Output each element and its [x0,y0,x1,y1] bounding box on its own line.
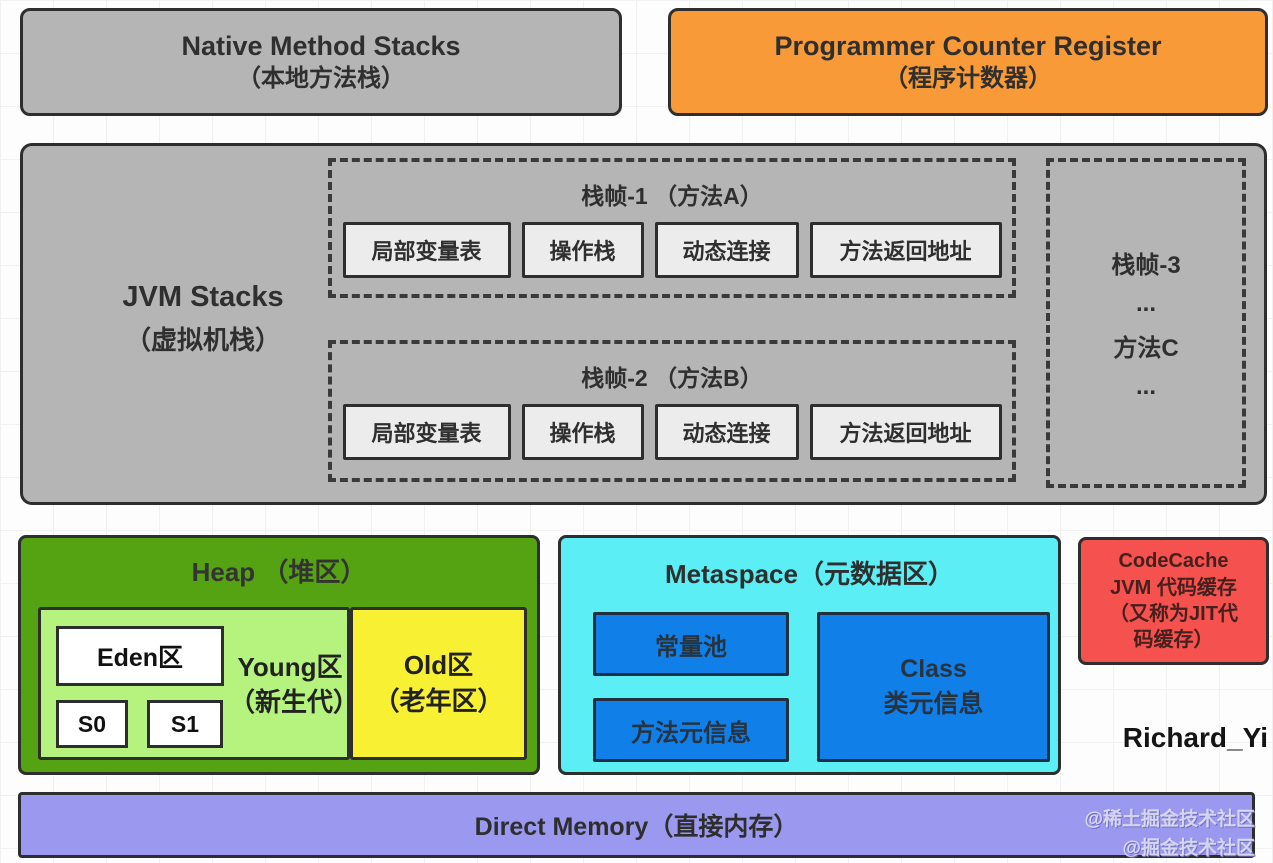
stack-frame-1: 栈帧-1 （方法A） 局部变量表 操作栈 动态连接 方法返回地址 [328,158,1016,298]
direct-memory-box: Direct Memory（直接内存） [18,792,1255,858]
stack-frame-1-title: 栈帧-1 （方法A） [332,177,1012,211]
jvm-stacks-title: JVM Stacks [63,281,343,314]
class-meta-line2: 类元信息 [883,687,983,722]
codecache-line1: CodeCache [1118,548,1228,574]
watermark-line1: @稀土掘金技术社区 [1084,806,1255,835]
frame2-dynamic-linking: 动态连接 [655,404,799,460]
program-counter-subtitle: （程序计数器） [884,64,1052,94]
watermark: @稀土掘金技术社区 @掘金技术社区 [1084,806,1255,863]
frame1-local-variable-table: 局部变量表 [343,222,511,278]
stack-frame-3-title: 栈帧-3 [1111,245,1180,280]
frame1-dynamic-linking: 动态连接 [655,222,799,278]
old-label-line1: Old区 [404,648,473,683]
young-label-line1: Young区 [229,650,351,685]
jvm-stacks-label: JVM Stacks （虚拟机栈） [63,281,343,357]
program-counter-title: Programmer Counter Register [774,30,1161,64]
native-method-stacks-title: Native Method Stacks [181,30,460,64]
program-counter-register-box: Programmer Counter Register （程序计数器） [668,8,1268,116]
stack-frame-2: 栈帧-2 （方法B） 局部变量表 操作栈 动态连接 方法返回地址 [328,340,1016,482]
stack-frame-3-ellipsis-top: ... [1136,290,1156,318]
watermark-line2: @掘金技术社区 [1084,835,1255,863]
frame2-local-variable-table: 局部变量表 [343,404,511,460]
jvm-stacks-subtitle: （虚拟机栈） [63,320,343,357]
old-generation-box: Old区 （老年区） [350,607,527,760]
survivor-0-region: S0 [56,700,128,748]
old-label-line2: （老年区） [373,684,503,719]
constant-pool-box: 常量池 [593,612,789,676]
jvm-stacks-box: JVM Stacks （虚拟机栈） 栈帧-1 （方法A） 局部变量表 操作栈 动… [20,143,1267,505]
stack-frame-2-title: 栈帧-2 （方法B） [332,359,1012,393]
codecache-line2: JVM 代码缓存 [1110,575,1237,601]
survivor-1-region: S1 [147,700,223,748]
codecache-line3: （又称为JIT代 [1109,601,1238,627]
author-signature: Richard_Yi [1060,722,1268,754]
young-generation-label: Young区 （新生代） [229,650,351,720]
young-generation-box: Eden区 S0 S1 Young区 （新生代） [38,607,350,760]
class-meta-line1: Class [900,652,967,687]
native-method-stacks-subtitle: （本地方法栈） [237,64,405,94]
eden-region: Eden区 [56,626,224,686]
metaspace-box: Metaspace（元数据区） 常量池 方法元信息 Class 类元信息 [558,535,1061,775]
native-method-stacks-box: Native Method Stacks （本地方法栈） [20,8,622,116]
codecache-line4: 码缓存） [1134,627,1214,653]
stack-frame-1-cells: 局部变量表 操作栈 动态连接 方法返回地址 [332,222,1012,278]
class-meta-box: Class 类元信息 [817,612,1050,762]
direct-memory-title: Direct Memory（直接内存） [475,807,799,843]
frame1-return-address: 方法返回地址 [810,222,1002,278]
frame2-operand-stack: 操作栈 [522,404,644,460]
heap-box: Heap （堆区） Eden区 S0 S1 Young区 （新生代） Old区 … [18,535,540,775]
frame1-operand-stack: 操作栈 [522,222,644,278]
codecache-box: CodeCache JVM 代码缓存 （又称为JIT代 码缓存） [1078,537,1269,665]
stack-frame-3-ellipsis-bottom: ... [1136,373,1156,401]
method-meta-box: 方法元信息 [593,698,789,762]
frame2-return-address: 方法返回地址 [810,404,1002,460]
stack-frame-3: 栈帧-3 ... 方法C ... [1046,158,1246,488]
stack-frame-3-method: 方法C [1113,328,1178,363]
stack-frame-2-cells: 局部变量表 操作栈 动态连接 方法返回地址 [332,404,1012,460]
young-label-line2: （新生代） [229,685,351,720]
heap-title: Heap （堆区） [21,552,537,589]
metaspace-title: Metaspace（元数据区） [561,554,1058,591]
